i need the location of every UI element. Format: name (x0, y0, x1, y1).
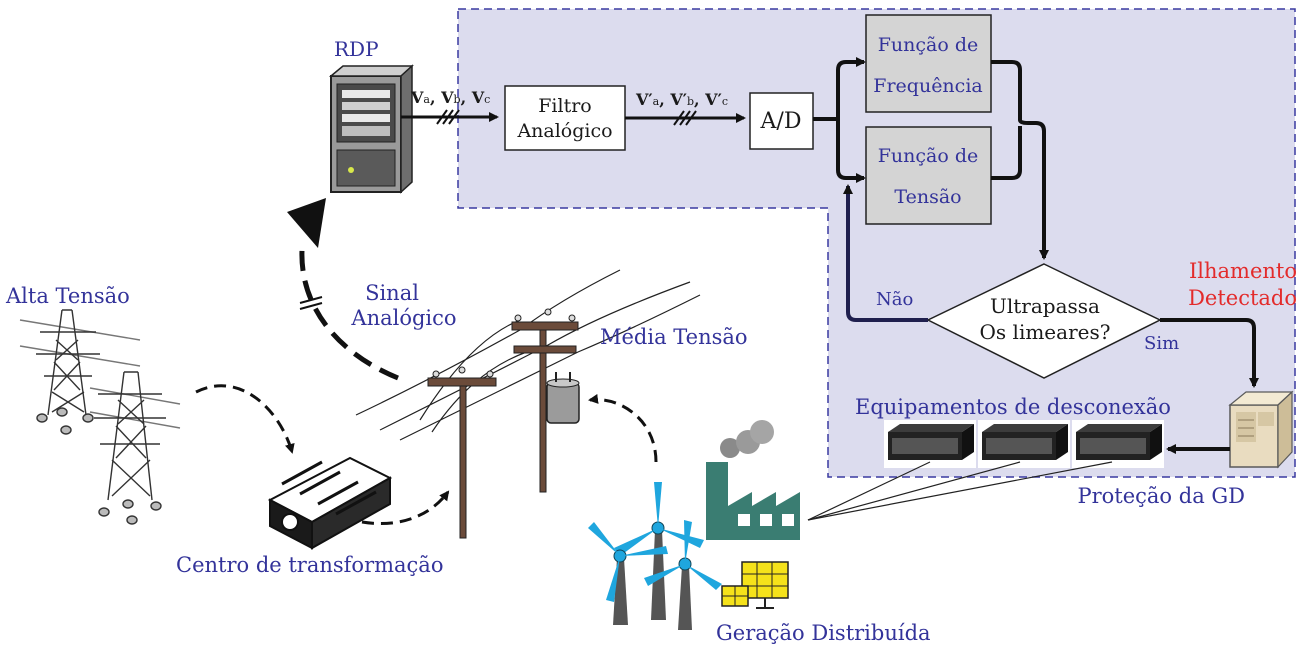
analog-signal-line1: Sinal (365, 281, 419, 305)
gd-protection-server-icon (1228, 390, 1294, 469)
analog-filter-box (504, 85, 626, 151)
decision-line2: Os limeares? (980, 320, 1111, 344)
voltage-function-line2: Tensão (894, 186, 961, 208)
hv-to-center-arrow (195, 384, 295, 454)
center-to-mv-arrow (361, 490, 450, 526)
islanding-detected-line2: Detectado (1188, 286, 1297, 310)
pole-transformer-icon (546, 372, 580, 424)
transformer-center-icon (267, 456, 393, 550)
equipment-connection-lines (807, 461, 1113, 521)
medium-voltage-label: Média Tensão (600, 325, 748, 349)
analog-signal-arrowhead (287, 198, 326, 248)
yes-line (1160, 318, 1259, 388)
distributed-generation-label: Geração Distribuída (716, 621, 931, 645)
disconnection-equipment-label: Equipamentos de desconexão (855, 395, 1171, 419)
no-label: Não (876, 289, 913, 310)
voltage-function-box (865, 126, 992, 225)
transmission-tower-icon-2 (89, 371, 181, 525)
rack-unit-icon-2 (978, 420, 1070, 468)
solar-panel-icon-1 (741, 561, 789, 609)
analog-signal-arrow (299, 249, 399, 381)
transformation-center-label: Centro de transformação (176, 553, 443, 577)
frequency-output-line (991, 60, 1049, 260)
rack-unit-icon-1 (884, 420, 976, 468)
three-phase-slash-marks-2 (673, 110, 697, 126)
analog-signal-slash-marks (299, 296, 323, 310)
analog-filter-line1: Filtro (538, 95, 592, 117)
ad-converter-box (749, 92, 814, 150)
utility-pole-icon (355, 269, 701, 539)
frequency-function-box (865, 14, 992, 113)
rdp-server-icon (328, 64, 414, 194)
no-feedback-line (843, 184, 928, 322)
frequency-function-line2: Frequência (873, 75, 982, 97)
input-voltages-label: Va, Vb, Vc (410, 88, 490, 107)
rack-unit-icon-3 (1072, 420, 1164, 468)
frequency-function-line1: Função de (878, 34, 979, 56)
yes-label: Sim (1144, 333, 1179, 354)
filtered-voltages-label: V′a, V′b, V′c (635, 90, 728, 109)
gd-protection-label: Proteção da GD (1077, 484, 1245, 508)
control-panel-region (457, 8, 1296, 478)
wind-turbine-icon-3 (644, 520, 722, 630)
branch-to-voltage (836, 119, 866, 183)
voltage-output-line (991, 126, 1022, 180)
decision-line1: Ultrapassa (990, 294, 1100, 318)
analog-filter-line2: Analógico (516, 120, 612, 142)
analog-signal-line2: Analógico (350, 306, 456, 330)
high-voltage-label: Alta Tensão (5, 284, 130, 308)
branch-to-frequency (836, 57, 866, 119)
ad-converter-label: A/D (760, 109, 802, 134)
threshold-decision-diamond (926, 263, 1162, 379)
factory-icon (706, 420, 800, 540)
transmission-tower-icon-1 (19, 309, 141, 435)
dg-to-mv-arrow (588, 393, 658, 463)
islanding-detected-line1: Ilhamento (1189, 259, 1297, 283)
rdp-label: RDP (334, 37, 379, 61)
solar-panel-icon-2 (721, 585, 749, 607)
three-phase-slash-marks-1 (436, 109, 460, 125)
voltage-function-line1: Função de (878, 145, 979, 167)
wind-turbine-icon-2 (588, 522, 668, 625)
